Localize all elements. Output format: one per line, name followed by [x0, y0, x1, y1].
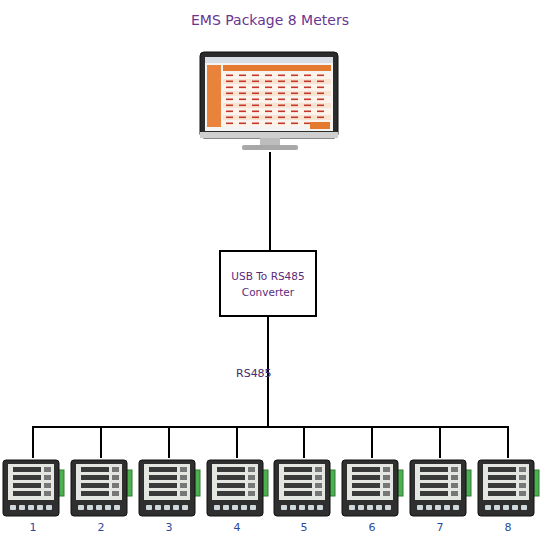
meter-number: 2 — [69, 521, 133, 534]
power-meter-illustration — [408, 458, 472, 520]
converter-box: USB To RS485 Converter — [219, 250, 317, 317]
meter-node: 5 — [272, 458, 336, 534]
meter-node: 4 — [205, 458, 269, 534]
meter-node: 8 — [476, 458, 540, 534]
power-meter-illustration — [69, 458, 133, 520]
meter-number: 3 — [137, 521, 201, 534]
monitor-illustration — [170, 12, 370, 152]
power-meter-illustration — [137, 458, 201, 520]
bus-connector — [270, 152, 271, 250]
bus-label: RS485 — [236, 367, 272, 380]
monitor-title: EMS Package 8 Meters — [170, 12, 370, 28]
meter-number: 7 — [408, 521, 472, 534]
meter-node: 2 — [69, 458, 133, 534]
meter-number: 8 — [476, 521, 540, 534]
meter-number: 4 — [205, 521, 269, 534]
meter-node: 3 — [137, 458, 201, 534]
bus-connector — [268, 317, 508, 458]
meter-number: 1 — [1, 521, 65, 534]
power-meter-illustration — [476, 458, 540, 520]
bus-connector — [237, 317, 268, 458]
meter-node: 6 — [340, 458, 404, 534]
meter-node: 7 — [408, 458, 472, 534]
power-meter-illustration — [340, 458, 404, 520]
meter-number: 6 — [340, 521, 404, 534]
power-meter-illustration — [1, 458, 65, 520]
power-meter-illustration — [205, 458, 269, 520]
bus-connector — [268, 317, 440, 458]
bus-connector — [268, 317, 304, 458]
bus-connector — [33, 317, 268, 458]
monitor-node: EMS Package 8 Meters — [170, 12, 370, 152]
meter-number: 5 — [272, 521, 336, 534]
bus-connector — [169, 317, 268, 458]
power-meter-illustration — [272, 458, 336, 520]
meter-node: 1 — [1, 458, 65, 534]
converter-label: USB To RS485 Converter — [221, 268, 315, 300]
bus-connector — [268, 317, 372, 458]
bus-connector — [101, 317, 268, 458]
